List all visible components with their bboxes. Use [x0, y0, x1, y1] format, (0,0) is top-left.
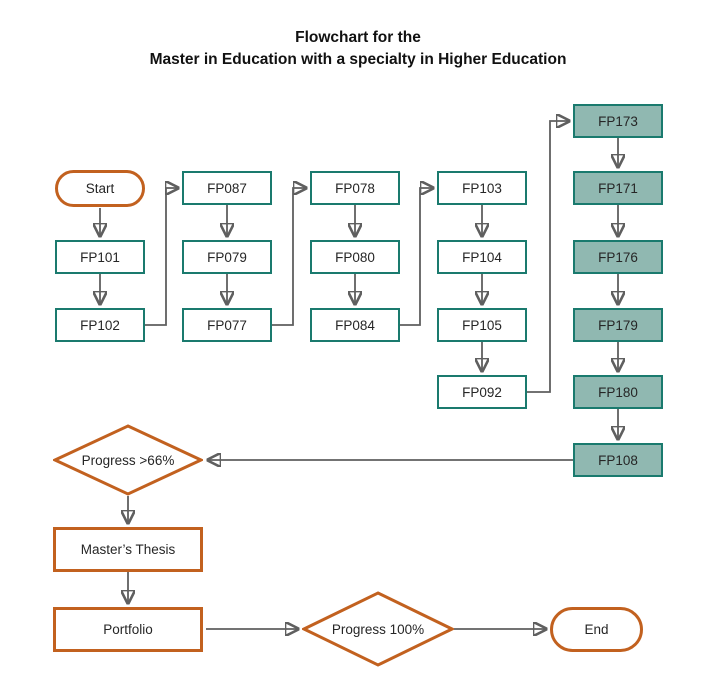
- diamond-shape: [302, 591, 454, 667]
- edge-fp102-fp087: [145, 188, 178, 326]
- node-progress-66-label: Progress >66%: [81, 452, 175, 468]
- node-progress-100-label: Progress 100%: [331, 621, 425, 637]
- node-fp080: FP080: [310, 240, 400, 274]
- edge-fp092-fp173: [527, 121, 569, 393]
- node-fp173: FP173: [573, 104, 663, 138]
- node-progress-66: Progress >66%: [53, 424, 203, 496]
- node-fp105: FP105: [437, 308, 527, 342]
- node-fp077: FP077: [182, 308, 272, 342]
- node-fp101: FP101: [55, 240, 145, 274]
- page-title: Flowchart for the Master in Education wi…: [0, 27, 716, 71]
- node-fp108: FP108: [573, 443, 663, 477]
- node-fp103: FP103: [437, 171, 527, 205]
- node-progress-100: Progress 100%: [302, 591, 454, 667]
- node-masters-thesis: Master’s Thesis: [53, 527, 203, 572]
- node-fp084: FP084: [310, 308, 400, 342]
- diamond-shape: [53, 424, 203, 496]
- node-fp079: FP079: [182, 240, 272, 274]
- edge-fp084-fp103: [400, 188, 433, 326]
- title-line-1: Flowchart for the: [295, 29, 421, 46]
- node-fp104: FP104: [437, 240, 527, 274]
- node-fp171: FP171: [573, 171, 663, 205]
- node-fp092: FP092: [437, 375, 527, 409]
- node-fp176: FP176: [573, 240, 663, 274]
- title-line-2: Master in Education with a specialty in …: [149, 51, 567, 68]
- node-portfolio: Portfolio: [53, 607, 203, 652]
- edge-fp077-fp078: [272, 188, 306, 326]
- node-fp087: FP087: [182, 171, 272, 205]
- node-fp102: FP102: [55, 308, 145, 342]
- node-fp180: FP180: [573, 375, 663, 409]
- node-end: End: [550, 607, 643, 652]
- node-fp078: FP078: [310, 171, 400, 205]
- node-start: Start: [55, 170, 145, 207]
- node-fp179: FP179: [573, 308, 663, 342]
